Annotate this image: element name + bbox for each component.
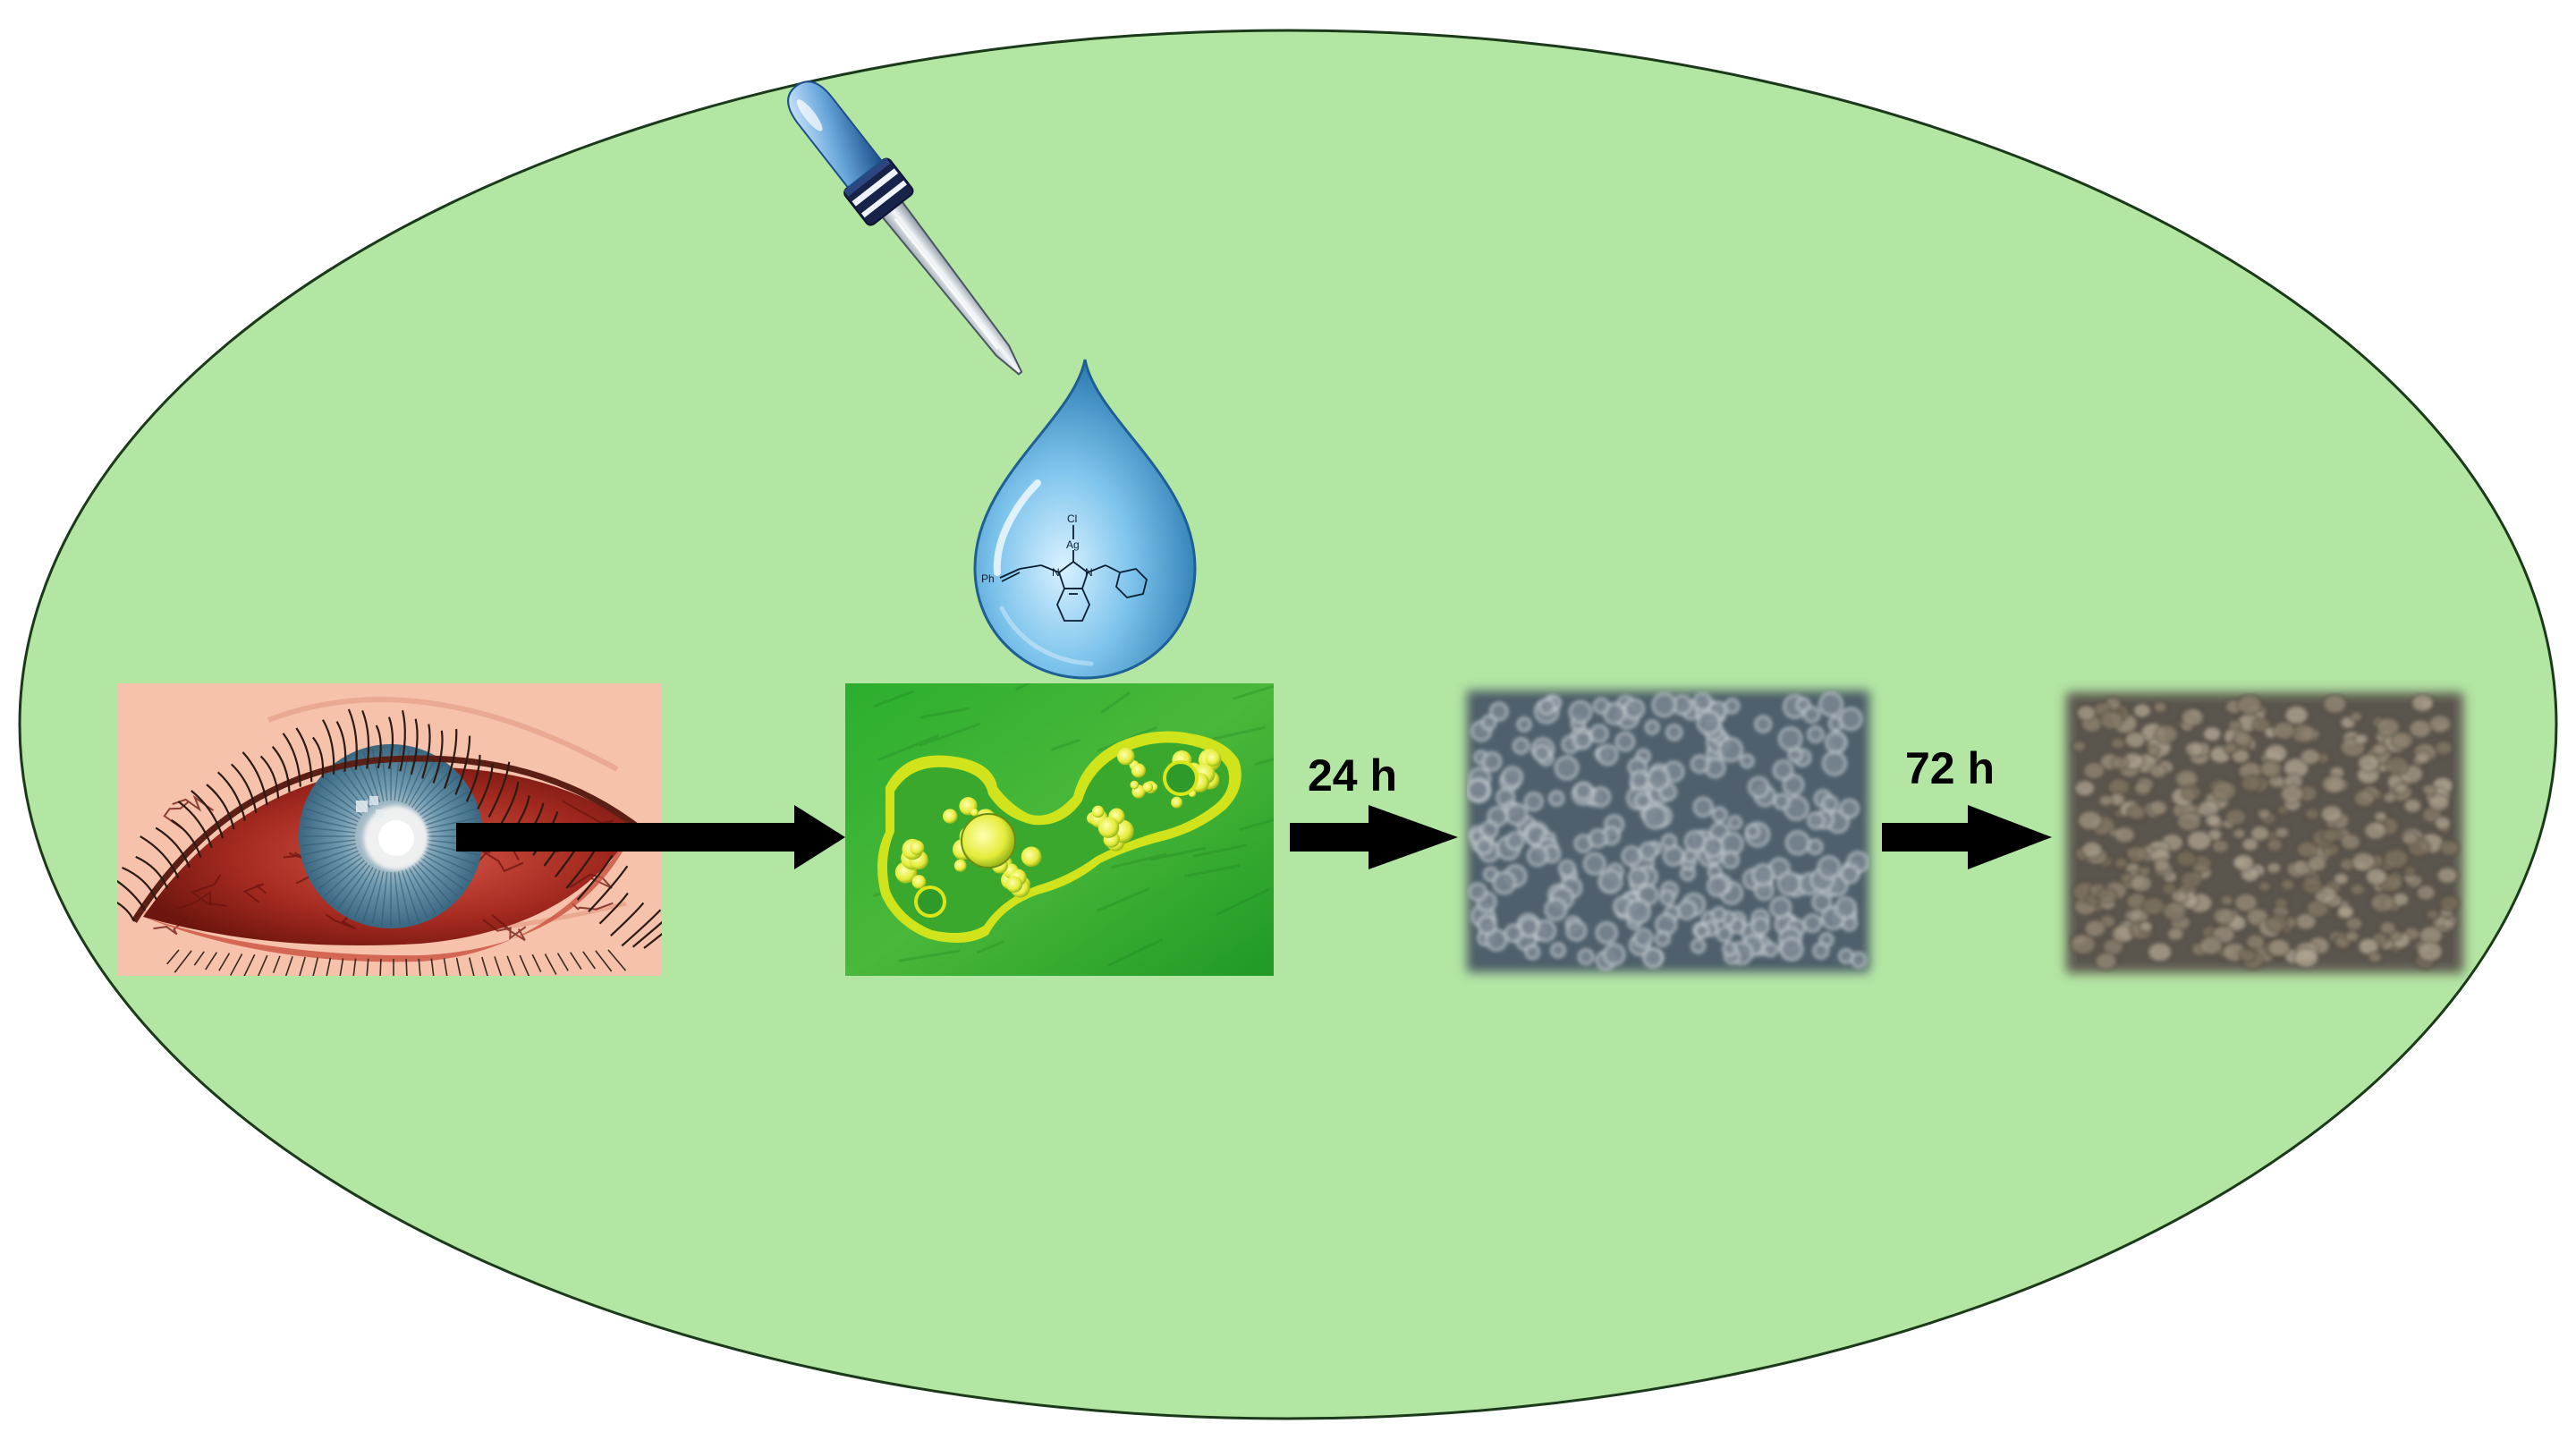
cyst-micrograph-24h [1467,691,1869,972]
chemical-structure [999,525,1148,622]
label-24h: 24 h [1308,750,1397,801]
arrow-1 [456,805,845,869]
arrow-3 [1882,805,2052,869]
drop-icon: Cl Ag N N Ph [973,359,1197,680]
amoeba-micrograph [845,683,1274,976]
arrow-2 [1290,805,1458,869]
chem-atom-cl: Cl [1067,513,1077,525]
background-ellipse [18,29,2558,1420]
chem-atom-n1: N [1052,566,1060,579]
pipette-icon [787,80,1023,376]
chem-atom-ag: Ag [1066,538,1080,551]
chem-atom-n2: N [1085,566,1093,579]
chem-atom-ph: Ph [981,572,995,585]
label-72h: 72 h [1905,743,1995,793]
cyst-micrograph-72h [2066,692,2463,973]
